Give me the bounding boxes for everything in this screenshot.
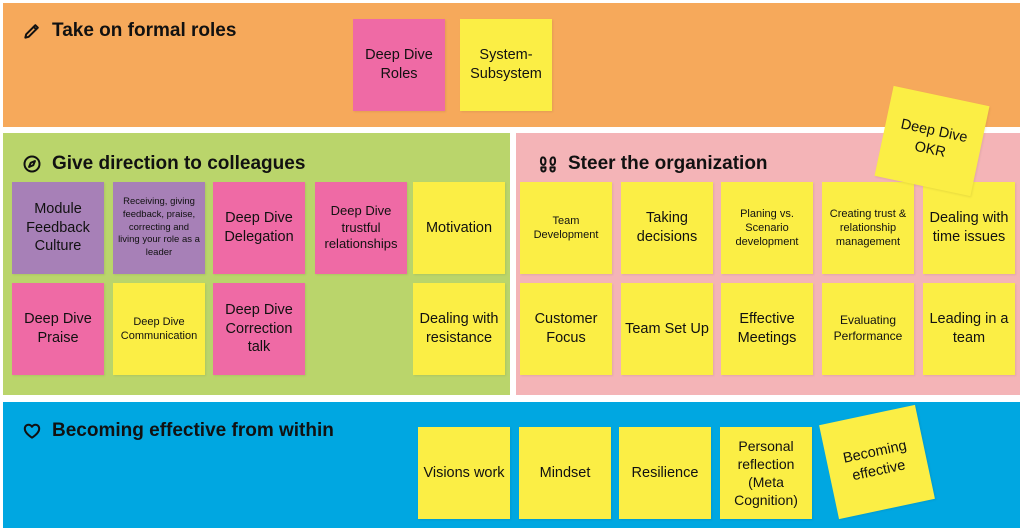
sticky-note-effective-meetings[interactable]: Effective Meetings — [721, 283, 813, 375]
section-title-text: Steer the organization — [568, 153, 768, 174]
sticky-note-creating-trust[interactable]: Creating trust & relationship management — [822, 182, 914, 274]
footprints-icon — [539, 156, 557, 173]
sticky-note-personal-reflection[interactable]: Personal reflection (Meta Cognition) — [720, 427, 812, 519]
section-title-give-direction: Give direction to colleagues — [22, 153, 305, 175]
section-title-formal-roles: Take on formal roles — [22, 20, 236, 42]
section-title-text: Give direction to colleagues — [52, 153, 306, 174]
sticky-note-resilience[interactable]: Resilience — [619, 427, 711, 519]
sticky-note-becoming-effective[interactable]: Becoming effective — [819, 404, 935, 520]
sticky-note-customer-focus[interactable]: Customer Focus — [520, 283, 612, 375]
heart-icon — [23, 423, 41, 439]
sticky-note-planing-vs-scenario[interactable]: Planing vs. Scenario development — [721, 182, 813, 274]
sticky-note-deep-dive-trustful-relationships[interactable]: Deep Dive trustful relationships — [315, 182, 407, 274]
sticky-note-taking-decisions[interactable]: Taking decisions — [621, 182, 713, 274]
sticky-note-dealing-with-resistance[interactable]: Dealing with resistance — [413, 283, 505, 375]
sticky-note-leading-in-a-team[interactable]: Leading in a team — [923, 283, 1015, 375]
section-title-within: Becoming effective from within — [22, 420, 334, 442]
sticky-note-deep-dive-delegation[interactable]: Deep Dive Delegation — [213, 182, 305, 274]
sticky-note-deep-dive-correction-talk[interactable]: Deep Dive Correction talk — [213, 283, 305, 375]
sticky-note-deep-dive-praise[interactable]: Deep Dive Praise — [12, 283, 104, 375]
sticky-note-evaluating-performance[interactable]: Evaluating Performance — [822, 283, 914, 375]
sticky-note-receiving-feedback[interactable]: Receiving, giving feedback, praise, corr… — [113, 182, 205, 274]
sticky-note-mindset[interactable]: Mindset — [519, 427, 611, 519]
pencil-icon — [24, 24, 39, 39]
sticky-note-team-set-up[interactable]: Team Set Up — [621, 283, 713, 375]
sticky-note-deep-dive-communication[interactable]: Deep Dive Communication — [113, 283, 205, 375]
sticky-note-module-feedback-culture[interactable]: Module Feedback Culture — [12, 182, 104, 274]
section-title-steer: Steer the organization — [538, 153, 768, 175]
section-title-text: Becoming effective from within — [52, 420, 334, 441]
sticky-note-system-subsystem[interactable]: System-Subsystem — [460, 19, 552, 111]
section-title-text: Take on formal roles — [52, 20, 237, 41]
sticky-note-visions-work[interactable]: Visions work — [418, 427, 510, 519]
sticky-note-motivation[interactable]: Motivation — [413, 182, 505, 274]
compass-icon — [23, 155, 41, 173]
sticky-note-deep-dive-okr[interactable]: Deep Dive OKR — [874, 85, 990, 197]
sticky-note-deep-dive-roles[interactable]: Deep Dive Roles — [353, 19, 445, 111]
sticky-note-dealing-with-time-issues[interactable]: Dealing with time issues — [923, 182, 1015, 274]
sticky-note-team-development[interactable]: Team Development — [520, 182, 612, 274]
